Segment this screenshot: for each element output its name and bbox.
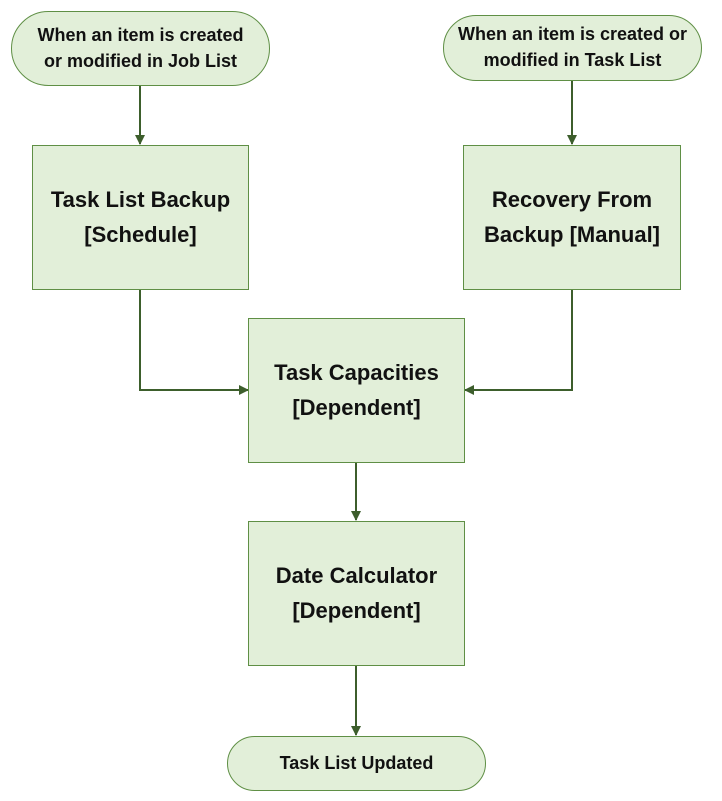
job-list-trigger-label: When an item is created or modified in J… (37, 24, 244, 71)
task-list-backup-label: Task List Backup [Schedule] (50, 187, 231, 247)
task-list-updated-node: Task List Updated (227, 736, 486, 791)
date-calculator-node: Date Calculator [Dependent] (248, 521, 465, 666)
recovery-from-backup-node: Recovery From Backup [Manual] (463, 145, 681, 290)
edge-recovery-to-task-capacities (464, 289, 573, 395)
task-list-updated-label: Task List Updated (279, 752, 434, 773)
edge-task-list-backup-to-task-capacities (139, 289, 249, 395)
job-list-trigger-node: When an item is created or modified in J… (11, 11, 270, 86)
task-list-trigger-node: When an item is created or modified in T… (443, 15, 702, 81)
date-calculator-label: Date Calculator [Dependent] (275, 563, 438, 623)
task-capacities-label: Task Capacities [Dependent] (274, 360, 439, 420)
task-capacities-node: Task Capacities [Dependent] (248, 318, 465, 463)
task-list-trigger-label: When an item is created or modified in T… (457, 24, 688, 70)
task-list-backup-node: Task List Backup [Schedule] (32, 145, 249, 290)
recovery-from-backup-label: Recovery From Backup [Manual] (483, 187, 661, 247)
